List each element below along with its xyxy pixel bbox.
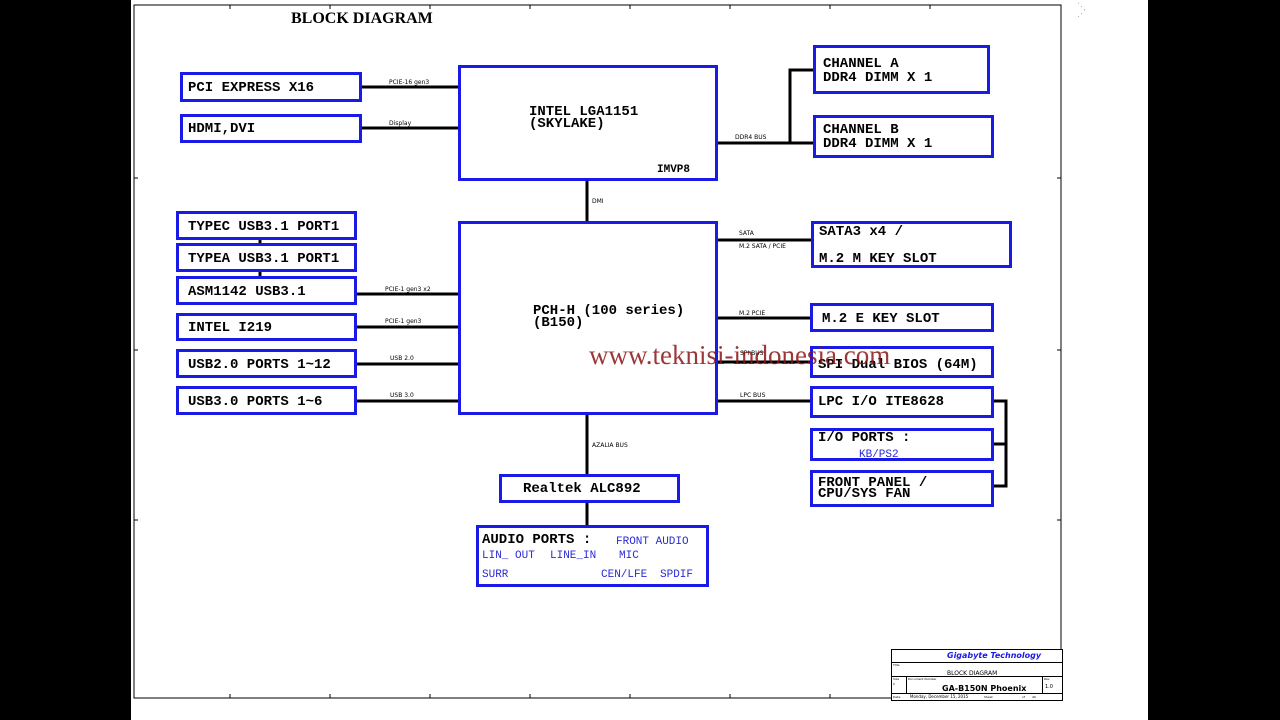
block-label: SPI Dual BIOS (64M) <box>818 357 978 373</box>
intel-i219-block: INTEL I219 <box>176 313 357 341</box>
size-field-value: C <box>893 682 896 686</box>
signal-label: SPI BUS <box>740 350 764 357</box>
block-label: LPC I/O ITE8628 <box>818 394 945 410</box>
memory-channel-a: CHANNEL A DDR4 DIMM X 1 <box>813 45 990 94</box>
pch-block: PCH-H (100 series) (B150) <box>458 221 718 415</box>
memory-dimm-label: DDR4 DIMM X 1 <box>823 136 933 152</box>
usb30-ports-block: USB3.0 PORTS 1~6 <box>176 386 357 415</box>
block-label: USB2.0 PORTS 1~12 <box>188 357 331 373</box>
window-control-icon[interactable]: ⋱⋰ <box>1077 2 1086 19</box>
title-field-label: Title <box>893 663 900 667</box>
block-label: USB3.0 PORTS 1~6 <box>188 394 323 410</box>
typec-usb31-block: TYPEC USB3.1 PORT1 <box>176 211 357 240</box>
cpu-block: INTEL LGA1151 (SKYLAKE) IMVP8 <box>458 65 718 181</box>
memory-channel-b: CHANNEL B DDR4 DIMM X 1 <box>813 115 994 158</box>
size-field-label: Size <box>893 677 900 681</box>
audio-port-label: CEN/LFE <box>601 569 648 581</box>
block-label: I/O PORTS : <box>818 430 911 446</box>
audio-front: FRONT AUDIO <box>616 536 689 548</box>
block-label: Realtek ALC892 <box>523 481 641 497</box>
memory-channel-label: CHANNEL A <box>823 56 899 72</box>
watermark-text: www.teknisi-indonesia.com <box>589 340 891 370</box>
spi-bios-block: SPI Dual BIOS (64M) <box>810 346 994 378</box>
title-block: Title Size C Document Number Rev Date: S… <box>891 649 1063 701</box>
sheet-count: 49 <box>1032 695 1036 699</box>
sata-m2m-block: SATA3 x4 / M.2 M KEY SLOT <box>811 221 1012 268</box>
block-label: M.2 M KEY SLOT <box>819 251 937 267</box>
lpc-io-block: LPC I/O ITE8628 <box>810 386 994 418</box>
audio-ports-header: AUDIO PORTS : <box>482 532 592 548</box>
block-label: INTEL I219 <box>188 320 273 336</box>
of-field-label: of <box>1022 695 1025 699</box>
block-label: FRONT PANEL / <box>818 475 928 491</box>
audio-port-label: LINE_IN <box>550 550 597 562</box>
rev-field-label: Rev <box>1044 677 1050 681</box>
schematic-sheet: BLOCK DIAGRAM ⋱⋰ INTEL LGA1151 (SKYLAKE)… <box>131 0 1148 720</box>
block-label: PCI EXPRESS X16 <box>188 80 315 96</box>
block-sublabel: KB/PS2 <box>859 449 899 461</box>
docno-field-label: Document Number <box>908 677 937 681</box>
front-panel-block: FRONT PANEL / CPU/SYS FAN <box>810 470 994 507</box>
typea-usb31-block: TYPEA USB3.1 PORT1 <box>176 243 357 272</box>
diagram-title: BLOCK DIAGRAM <box>291 10 433 27</box>
signal-label: Display <box>389 120 412 127</box>
date-field-label: Date: <box>893 695 902 699</box>
memory-dimm-label: DDR4 DIMM X 1 <box>823 70 933 86</box>
io-ports-block: I/O PORTS : KB/PS2 <box>810 428 994 461</box>
block-label: CPU/SYS FAN <box>818 486 911 502</box>
signal-label: PCIE-1 gen3 <box>385 318 422 325</box>
signal-label: DMI <box>592 198 604 205</box>
cpu-name: INTEL LGA1151 <box>529 104 639 120</box>
signal-label: DDR4 BUS <box>735 134 767 141</box>
signal-label: M.2 PCIE <box>739 310 766 317</box>
cpu-codename: (SKYLAKE) <box>529 116 605 132</box>
document-number: GA-B150N Phoenix <box>942 684 1027 693</box>
block-label: HDMI,DVI <box>188 121 256 137</box>
block-label: SATA3 x4 / <box>819 224 904 240</box>
audio-ports-block: AUDIO PORTS : FRONT AUDIO LIN_ OUT LINE_… <box>476 525 709 587</box>
block-label: TYPEC USB3.1 PORT1 <box>188 219 340 235</box>
signal-label: M.2 SATA / PCIE <box>739 243 786 250</box>
audio-port-label: LIN_ OUT <box>482 550 535 562</box>
sheet-title: BLOCK DIAGRAM <box>947 670 998 677</box>
audio-port-label: SURR <box>482 569 509 581</box>
company-name: Gigabyte Technology <box>947 651 1042 660</box>
pch-name: PCH-H (100 series) <box>533 303 685 319</box>
m2-e-key-block: M.2 E KEY SLOT <box>810 303 994 332</box>
sheet-date: Monday, December 15, 2015 <box>910 694 969 699</box>
signal-label: USB 2.0 <box>390 355 414 362</box>
signal-label: USB 3.0 <box>390 392 414 399</box>
block-label: M.2 E KEY SLOT <box>822 311 940 327</box>
signal-label: AZALIA BUS <box>592 442 628 449</box>
memory-channel-label: CHANNEL B <box>823 122 899 138</box>
sheet-field-label: Sheet <box>984 695 993 699</box>
pcie-x16-block: PCI EXPRESS X16 <box>180 72 362 102</box>
audio-port-label: MIC <box>619 550 639 562</box>
asm1142-block: ASM1142 USB3.1 <box>176 276 357 305</box>
block-label: ASM1142 USB3.1 <box>188 284 306 300</box>
block-label: TYPEA USB3.1 PORT1 <box>188 251 340 267</box>
signal-label: PCIE-16 gen3 <box>389 79 430 86</box>
cpu-vr-label: IMVP8 <box>657 164 691 176</box>
signal-label: LPC BUS <box>740 392 766 399</box>
signal-label: SATA <box>739 230 754 237</box>
hdmi-dvi-block: HDMI,DVI <box>180 114 362 143</box>
signal-label: PCIE-1 gen3 x2 <box>385 286 431 293</box>
pch-model: (B150) <box>533 315 584 331</box>
usb20-ports-block: USB2.0 PORTS 1~12 <box>176 349 357 378</box>
audio-port-label: SPDIF <box>660 569 694 581</box>
schematic-wiring <box>133 4 1062 699</box>
revision: 1.0 <box>1045 684 1053 690</box>
audio-codec-block: Realtek ALC892 <box>499 474 680 503</box>
